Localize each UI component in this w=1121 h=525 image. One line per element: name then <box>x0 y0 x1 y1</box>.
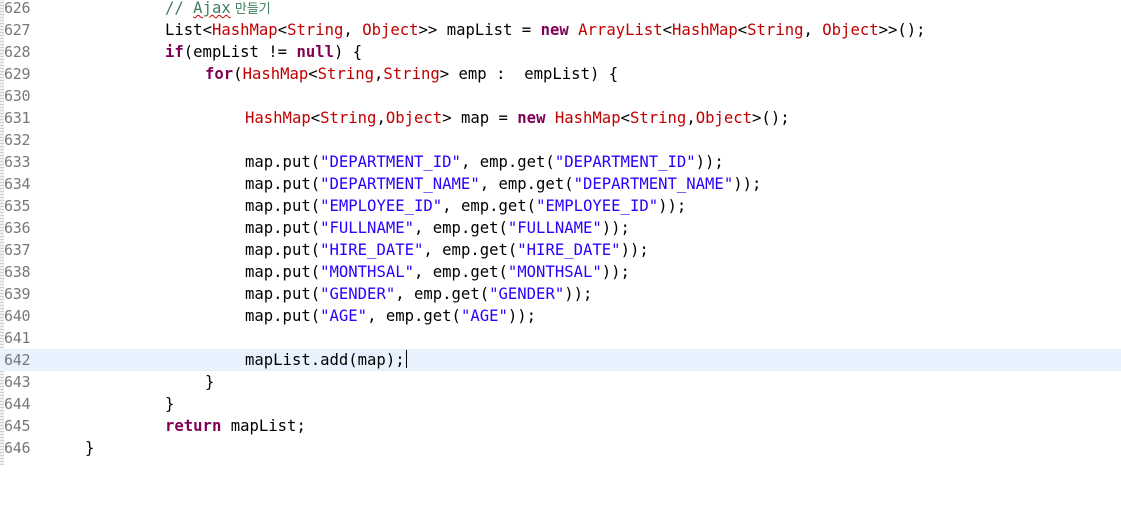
code-line-629[interactable]: 629 for(HashMap<String,String> emp : emp… <box>0 63 1121 85</box>
line-number: 646 <box>4 439 31 457</box>
overview-ruler <box>0 0 4 465</box>
code-line-630[interactable]: 630 <box>0 85 1121 107</box>
line-number: 638 <box>4 263 31 281</box>
line-number: 631 <box>4 109 31 127</box>
line-number: 633 <box>4 153 31 171</box>
code-line-635[interactable]: 635 map.put("EMPLOYEE_ID", emp.get("EMPL… <box>0 195 1121 217</box>
line-number: 628 <box>4 43 31 61</box>
line-number: 645 <box>4 417 31 435</box>
code-line-634[interactable]: 634 map.put("DEPARTMENT_NAME", emp.get("… <box>0 173 1121 195</box>
code-line-628[interactable]: 628 if(empList != null) { <box>0 41 1121 63</box>
code-text: if(empList != null) { <box>165 43 363 61</box>
line-number: 643 <box>4 373 31 391</box>
code-line-645[interactable]: 645 return mapList; <box>0 415 1121 437</box>
line-number: 629 <box>4 65 31 83</box>
code-text: map.put("DEPARTMENT_NAME", emp.get("DEPA… <box>245 175 762 193</box>
code-text: // Ajax 만들기 <box>165 0 271 21</box>
code-text: map.put("GENDER", emp.get("GENDER")); <box>245 285 593 303</box>
code-text: HashMap<String,Object> map = new HashMap… <box>245 109 790 127</box>
code-text: for(HashMap<String,String> emp : empList… <box>205 65 619 83</box>
code-text: map.put("DEPARTMENT_ID", emp.get("DEPART… <box>245 153 724 171</box>
code-text: map.put("MONTHSAL", emp.get("MONTHSAL"))… <box>245 263 630 281</box>
code-text: map.put("FULLNAME", emp.get("FULLNAME"))… <box>245 219 630 237</box>
line-number: 642 <box>4 351 31 369</box>
code-text: map.put("HIRE_DATE", emp.get("HIRE_DATE"… <box>245 241 649 259</box>
line-number: 626 <box>4 0 31 17</box>
line-number: 640 <box>4 307 31 325</box>
code-line-644[interactable]: 644 } <box>0 393 1121 415</box>
line-number: 636 <box>4 219 31 237</box>
code-text: } <box>205 373 215 391</box>
code-text: mapList.add(map); <box>245 350 407 369</box>
code-line-631[interactable]: 631 HashMap<String,Object> map = new Has… <box>0 107 1121 129</box>
line-number: 641 <box>4 329 31 347</box>
code-line-643[interactable]: 643 } <box>0 371 1121 393</box>
line-number: 634 <box>4 175 31 193</box>
code-text: } <box>165 395 175 413</box>
line-number: 627 <box>4 21 31 39</box>
code-line-637[interactable]: 637 map.put("HIRE_DATE", emp.get("HIRE_D… <box>0 239 1121 261</box>
code-line-636[interactable]: 636 map.put("FULLNAME", emp.get("FULLNAM… <box>0 217 1121 239</box>
code-text: return mapList; <box>165 417 306 435</box>
line-number: 644 <box>4 395 31 413</box>
code-line-639[interactable]: 639 map.put("GENDER", emp.get("GENDER"))… <box>0 283 1121 305</box>
code-line-632[interactable]: 632 <box>0 129 1121 151</box>
code-line-641[interactable]: 641 <box>0 327 1121 349</box>
code-text: map.put("AGE", emp.get("AGE")); <box>245 307 537 325</box>
code-line-627[interactable]: 627 List<HashMap<String, Object>> mapLis… <box>0 19 1121 41</box>
code-line-642-current[interactable]: 642 mapList.add(map); <box>0 349 1121 371</box>
code-line-626[interactable]: 626 // Ajax 만들기 <box>0 0 1121 19</box>
text-caret <box>405 350 407 368</box>
line-number: 632 <box>4 131 31 149</box>
line-number: 639 <box>4 285 31 303</box>
code-line-633[interactable]: 633 map.put("DEPARTMENT_ID", emp.get("DE… <box>0 151 1121 173</box>
comment: // Ajax 만들기 <box>165 0 271 17</box>
code-text: List<HashMap<String, Object>> mapList = … <box>165 21 926 39</box>
code-text: map.put("EMPLOYEE_ID", emp.get("EMPLOYEE… <box>245 197 687 215</box>
code-line-640[interactable]: 640 map.put("AGE", emp.get("AGE")); <box>0 305 1121 327</box>
line-number: 637 <box>4 241 31 259</box>
spelling-warning: Ajax <box>193 0 231 17</box>
line-number: 635 <box>4 197 31 215</box>
code-line-638[interactable]: 638 map.put("MONTHSAL", emp.get("MONTHSA… <box>0 261 1121 283</box>
line-number: 630 <box>4 87 31 105</box>
code-line-646[interactable]: 646 } <box>0 437 1121 459</box>
code-editor[interactable]: 626 // Ajax 만들기 627 List<HashMap<String,… <box>0 0 1121 465</box>
code-text: } <box>85 439 95 457</box>
